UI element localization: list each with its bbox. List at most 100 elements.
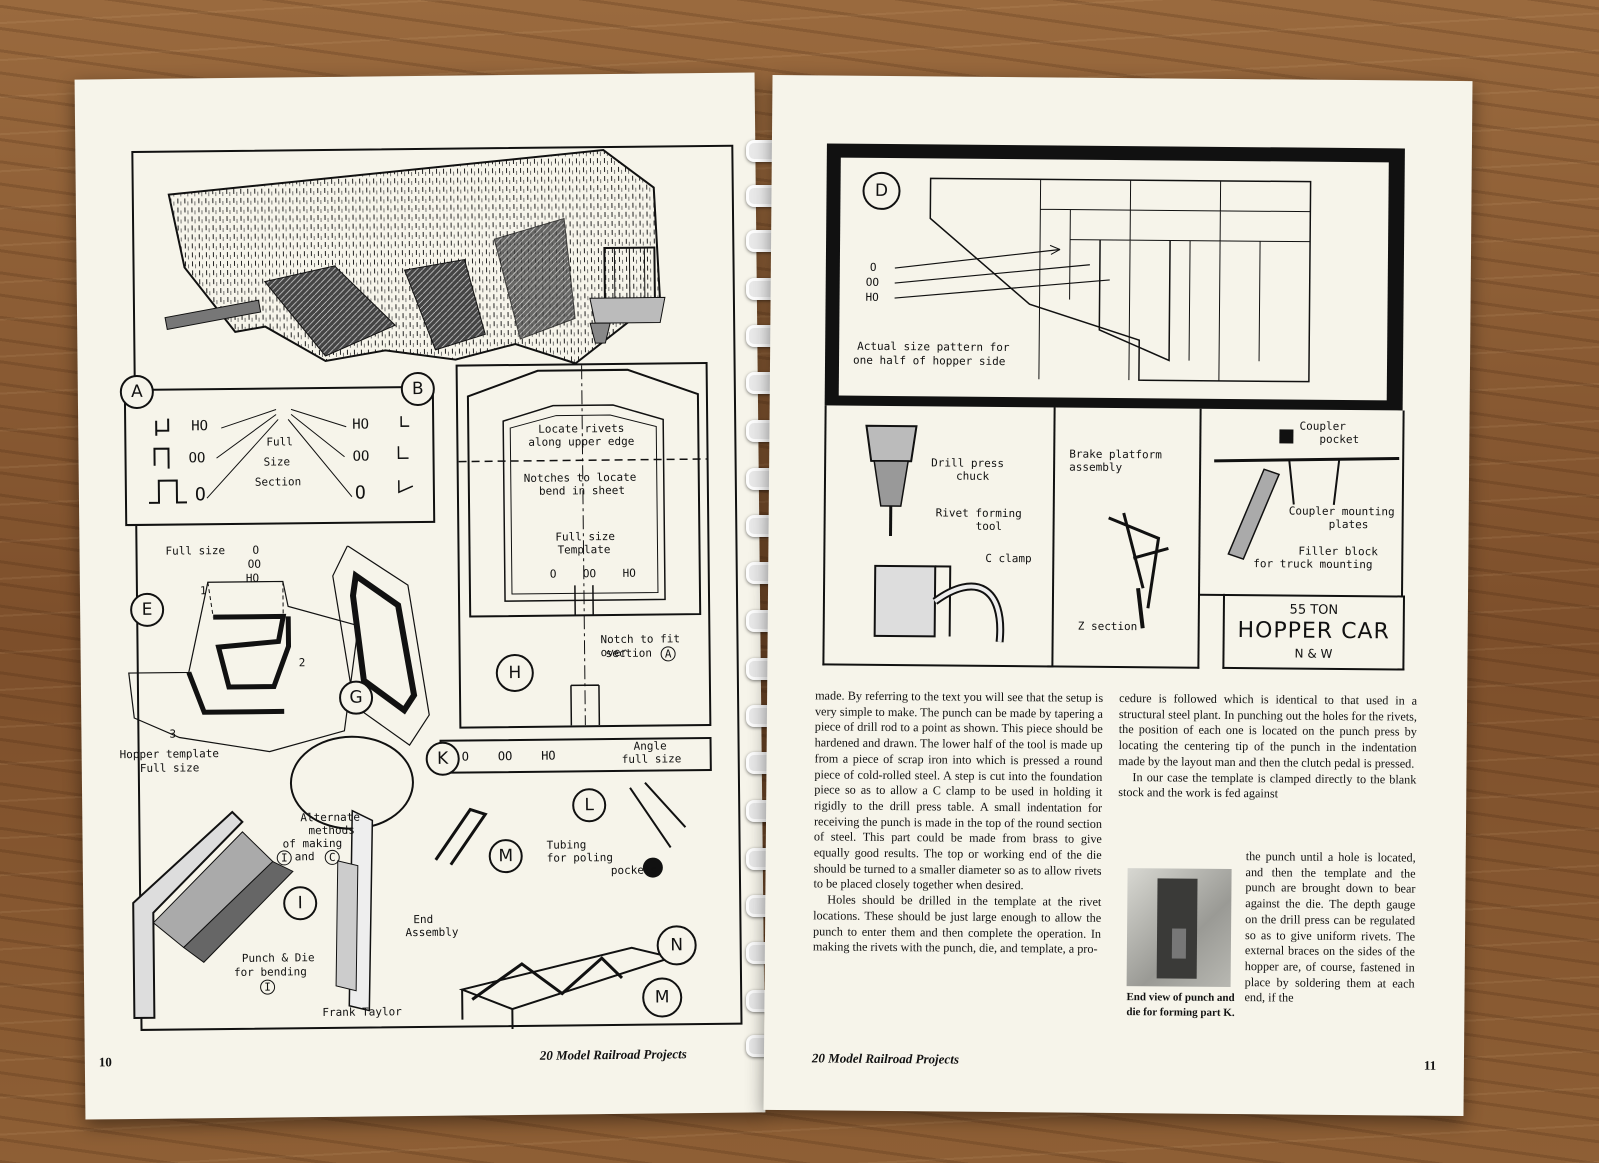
text-column-1: made. By referring to the text you will … bbox=[813, 688, 1103, 957]
brake-platform-drawing bbox=[1108, 512, 1169, 629]
hopper-template-h-box: Locate rivets along upper edge Notches t… bbox=[455, 361, 712, 729]
circle-label-e: E bbox=[129, 592, 165, 628]
title-block: 55 TON HOPPER CAR N & W bbox=[1222, 593, 1406, 671]
circle-label-g: G bbox=[338, 680, 374, 715]
left-page: A B HO OO O HO OO O Full Size Section bbox=[74, 72, 766, 1120]
angle-label: Angle bbox=[633, 739, 667, 753]
assembly-label: Assembly bbox=[405, 925, 459, 940]
pockets-label: pockets bbox=[610, 863, 658, 878]
notch-section-ref: A bbox=[660, 646, 676, 662]
pattern-caption-1: Actual size pattern for bbox=[857, 339, 1010, 355]
left-page-number: 10 bbox=[98, 1054, 112, 1070]
bend-in-sheet-label: bend in sheet bbox=[538, 483, 626, 498]
full-size-section-box: A B HO OO O HO OO O Full Size Section bbox=[119, 371, 436, 527]
locate-rivets-label: Locate rivets bbox=[538, 421, 625, 436]
alternate-ref-2: C bbox=[324, 849, 340, 866]
circle-label-n: N bbox=[656, 925, 697, 966]
hopper-template-e-g-drawing bbox=[128, 544, 430, 753]
title-tonnage: 55 TON bbox=[1289, 602, 1339, 618]
tubing-label: Tubing bbox=[546, 838, 587, 852]
scale-o-right: O bbox=[354, 482, 366, 504]
circle-label-m-end: M bbox=[642, 977, 683, 1018]
drill-press-label: Drill press bbox=[931, 456, 1005, 470]
template-label: Template bbox=[557, 543, 611, 557]
circle-label-i: I bbox=[283, 886, 318, 921]
scale-o-left: O bbox=[194, 484, 206, 506]
title-car-name: HOPPER CAR bbox=[1237, 618, 1390, 645]
punch-die-ref: I bbox=[260, 979, 276, 995]
template-scales-label: O OO HO bbox=[549, 566, 636, 581]
coupler-panel: Coupler pocket Coupler mounting plates F… bbox=[1198, 408, 1405, 598]
punch-die-photo bbox=[1126, 868, 1232, 987]
alternate-ref-1: I bbox=[276, 850, 292, 866]
fold-number-1: 1 bbox=[199, 584, 207, 598]
artist-signature: Frank Taylor bbox=[322, 1005, 402, 1020]
full-size-template-label: Full size bbox=[555, 529, 616, 544]
chuck-label: chuck bbox=[955, 469, 990, 483]
angle-scales-label: O OO HO bbox=[461, 748, 556, 764]
full-size-label: Full bbox=[266, 435, 293, 449]
coupler-plates-label: Coupler mounting bbox=[1288, 504, 1395, 519]
notch-section-label: section bbox=[605, 646, 653, 661]
pattern-caption-2: one half of hopper side bbox=[852, 353, 1006, 369]
hopper-side-pattern-drawing bbox=[894, 177, 1312, 383]
template-h-drawing bbox=[458, 365, 707, 726]
plates-label: plates bbox=[1328, 517, 1369, 532]
z-section-label: Z section bbox=[1077, 619, 1138, 634]
coupler-drawing bbox=[1214, 429, 1400, 561]
c-clamp-label: C clamp bbox=[985, 551, 1032, 566]
paragraph: Holes should be drilled in the template … bbox=[812, 892, 1102, 957]
left-page-footer: 20 Model Railroad Projects bbox=[539, 1046, 687, 1063]
tool-label: tool bbox=[975, 519, 1003, 533]
end-label: End bbox=[413, 912, 434, 927]
scale-o-d: O bbox=[869, 260, 877, 274]
of-making-label: of making bbox=[282, 836, 343, 851]
pocket-label: pocket bbox=[1319, 432, 1360, 447]
along-upper-edge-label: along upper edge bbox=[528, 434, 635, 449]
hopper-cutaway-drawing bbox=[164, 149, 666, 365]
scale-oo-d: OO bbox=[865, 275, 880, 289]
photo-caption: End view of punch and die for forming pa… bbox=[1126, 991, 1235, 1020]
scale-ho-e: HO bbox=[245, 571, 260, 585]
circle-label-m-angle: M bbox=[488, 838, 523, 874]
for-poling-label: for poling bbox=[546, 850, 614, 865]
full-size-e-label: Full size bbox=[165, 544, 226, 558]
title-road: N & W bbox=[1294, 646, 1333, 661]
paragraph: In our case the template is clamped dire… bbox=[1118, 769, 1417, 801]
scale-o-e: O bbox=[252, 543, 260, 557]
fold-number-2: 2 bbox=[298, 656, 306, 670]
pattern-d-panel: D O OO HO Actual size pattern for one ha… bbox=[824, 143, 1405, 411]
circle-label-d: D bbox=[862, 171, 901, 211]
paragraph: the punch until a hole is located, and t… bbox=[1244, 849, 1416, 1005]
drill-press-drawing bbox=[865, 424, 1005, 643]
hopper-template-label: Hopper template bbox=[119, 747, 220, 762]
paragraph: made. By referring to the text you will … bbox=[813, 688, 1104, 893]
section-profiles-drawing bbox=[148, 408, 414, 504]
circle-label-h: H bbox=[495, 653, 535, 693]
paragraph: cedure is followed which is identical to… bbox=[1118, 691, 1418, 771]
scale-oo-right: OO bbox=[352, 448, 370, 465]
section-label: Section bbox=[254, 475, 302, 489]
scale-ho-d: HO bbox=[865, 290, 879, 304]
text-column-2: cedure is followed which is identical to… bbox=[1118, 691, 1417, 804]
right-page-footer: 20 Model Railroad Projects bbox=[811, 1050, 959, 1067]
scale-ho-left: HO bbox=[191, 418, 209, 435]
alternate-label: Alternate bbox=[300, 810, 360, 825]
right-page: D O OO HO Actual size pattern for one ha… bbox=[763, 74, 1473, 1117]
brake-platform-panel: Brake platform assembly Z section bbox=[1047, 407, 1202, 669]
circle-label-l: L bbox=[572, 788, 607, 823]
coupler-label: Coupler bbox=[1299, 419, 1346, 433]
brake-platform-label: Brake platform bbox=[1069, 447, 1163, 462]
hopper-cutaway-illustration: A B HO OO O HO OO O Full Size Section bbox=[120, 144, 743, 1031]
scale-ho-right: HO bbox=[352, 416, 370, 433]
methods-label: methods bbox=[308, 823, 355, 838]
punch-die-label: Punch & Die bbox=[241, 951, 315, 965]
angle-full-size: full size bbox=[621, 752, 682, 766]
rivet-forming-label: Rivet forming bbox=[935, 506, 1022, 521]
fold-number-3: 3 bbox=[169, 727, 177, 741]
text-column-2-wrap: the punch until a hole is located, and t… bbox=[1244, 849, 1415, 1008]
rivet-tool-panel: Drill press chuck Rivet forming tool C c… bbox=[822, 405, 1056, 668]
notches-label: Notches to locate bbox=[523, 470, 637, 485]
punch-and-die-drawing bbox=[132, 809, 374, 1020]
scale-oo-e: OO bbox=[247, 557, 261, 571]
